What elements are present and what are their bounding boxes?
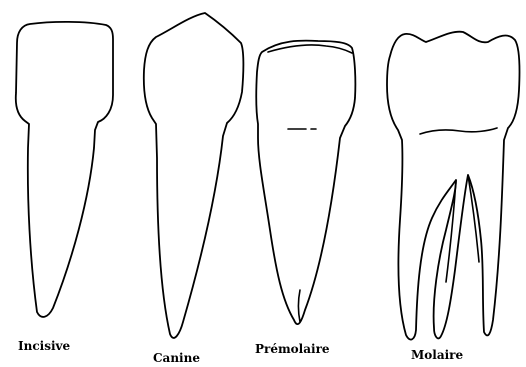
canine-outline	[144, 13, 244, 338]
incisor-tooth	[16, 22, 113, 317]
label-molaire: Molaire	[411, 348, 463, 362]
label-canine: Canine	[153, 351, 200, 365]
label-incisive: Incisive	[18, 339, 70, 353]
molar-outline	[387, 32, 520, 340]
incisor-outline	[16, 22, 113, 317]
premolar-outline	[256, 41, 355, 325]
label-premolaire: Prémolaire	[255, 342, 330, 356]
premolar-tooth	[256, 41, 355, 325]
molar-tooth	[387, 32, 520, 340]
canine-tooth	[144, 13, 244, 338]
